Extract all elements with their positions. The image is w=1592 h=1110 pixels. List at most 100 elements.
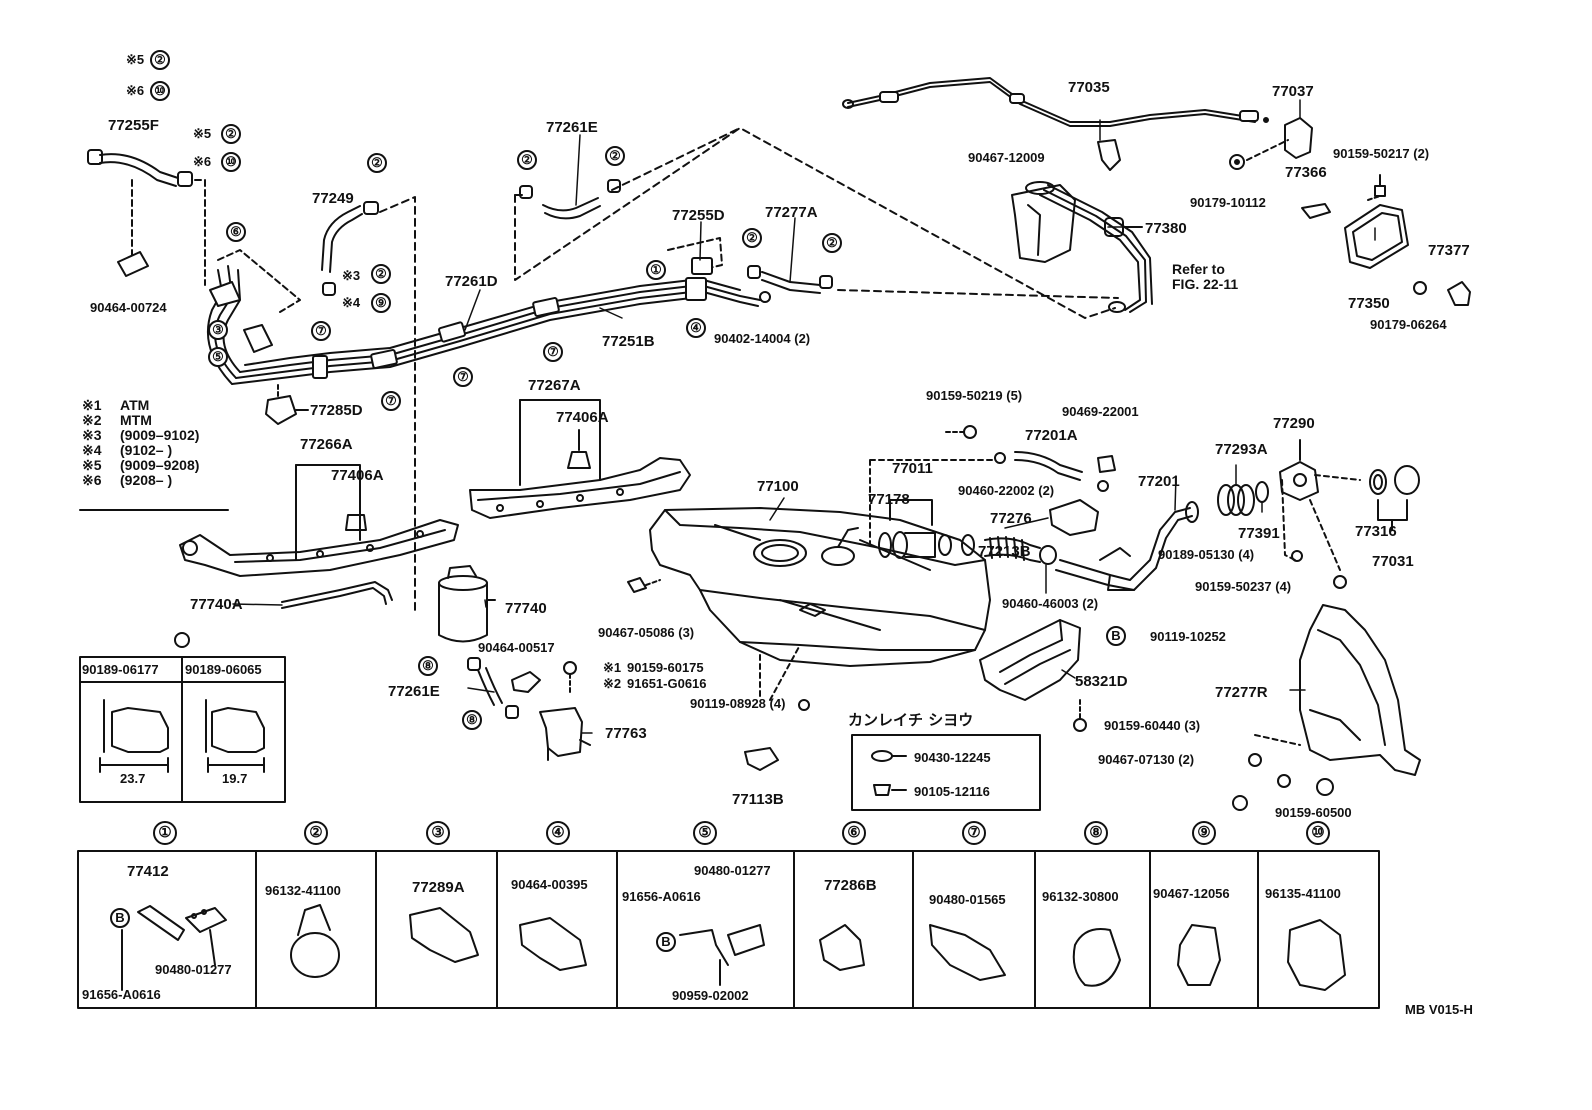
- label-77213B: 77213B: [978, 543, 1031, 560]
- clamp-detail-box: [79, 632, 286, 803]
- part-77276-shape: [1049, 499, 1099, 536]
- label-90469-22001: 90469-22001: [1062, 404, 1139, 419]
- label-90464-00395: 90464-00395: [511, 877, 588, 892]
- label-77031: 77031: [1372, 553, 1414, 570]
- screw-90159-50219: [963, 425, 977, 439]
- label-77267A: 77267A: [528, 377, 581, 394]
- label-90430-12245: 90430-12245: [914, 750, 991, 765]
- clip-90467-12009: [1097, 139, 1121, 171]
- clip-90464-00724: [117, 251, 149, 277]
- callout-10-b: ⑩: [221, 152, 241, 172]
- leader-lines: [232, 99, 1376, 734]
- mark-5-b: ※5: [193, 126, 212, 141]
- label-90189-06177: 90189-06177: [82, 662, 159, 677]
- label-96135-41100: 96135-41100: [1265, 886, 1341, 901]
- label-77261E-top: 77261E: [546, 119, 598, 136]
- label-77316: 77316: [1355, 523, 1397, 540]
- label-90189-05130: 90189-05130 (4): [1158, 547, 1255, 562]
- cap-77031: [1394, 465, 1420, 495]
- ring-77391: [1255, 481, 1269, 503]
- label-77377: 77377: [1428, 242, 1470, 259]
- kanreichi-title: カンレイチ シヨウ: [848, 711, 974, 729]
- label-77037: 77037: [1272, 83, 1314, 100]
- label-91656-A0616-right: 91656-A0616: [622, 889, 701, 904]
- callout-7-d: ⑦: [381, 391, 401, 411]
- bracket-77113B: [744, 747, 779, 771]
- table-part-icons: [121, 904, 1346, 991]
- callout-7-b: ⑦: [543, 342, 563, 362]
- clip-77285D: [265, 395, 297, 425]
- callout-b-a: B: [1106, 626, 1126, 646]
- label-90464-00517: 90464-00517: [478, 640, 555, 655]
- label-77100: 77100: [757, 478, 799, 495]
- protector-77266A: [179, 519, 459, 577]
- label-77035: 77035: [1068, 79, 1110, 96]
- grommet-77406A-a: [567, 451, 591, 469]
- label-90480-01277-left: 90480-01277: [155, 962, 232, 977]
- label-90480-01277-right: 90480-01277: [694, 863, 771, 878]
- table-header-6: ⑥: [842, 821, 866, 845]
- callout-9: ⑨: [371, 293, 391, 313]
- label-90402-14004: 90402-14004 (2): [714, 331, 811, 346]
- label-77261E-lower: 77261E: [388, 683, 440, 700]
- gasket-77316: [1369, 469, 1387, 495]
- label-77740: 77740: [505, 600, 547, 617]
- callout-7-a: ⑦: [311, 321, 331, 341]
- label-77249: 77249: [312, 190, 354, 207]
- label-90189-06065: 90189-06065: [185, 662, 262, 677]
- label-90159-50217: 90159-50217 (2): [1333, 146, 1430, 161]
- filler-pipe-77201: [1055, 501, 1199, 591]
- table-header-8: ⑧: [1084, 821, 1108, 845]
- part-77377-shape: [1447, 281, 1471, 306]
- label-91651-G0616: 91651-G0616: [627, 676, 707, 691]
- diagram-id: MB V015-H: [1405, 1002, 1473, 1017]
- label-91656-A0616-left: 91656-A0616: [82, 987, 161, 1002]
- label-77266A: 77266A: [300, 436, 353, 453]
- callout-8-a: ⑧: [418, 656, 438, 676]
- label-77201: 77201: [1138, 473, 1180, 490]
- label-90119-08928: 90119-08928 (4): [690, 696, 786, 711]
- table-header-7: ⑦: [962, 821, 986, 845]
- mark-3: ※3: [342, 268, 361, 283]
- mark-6-b: ※6: [193, 154, 212, 169]
- label-77276: 77276: [990, 510, 1032, 527]
- canister-77740: [438, 565, 496, 643]
- label-90159-60440: 90159-60440 (3): [1104, 718, 1201, 733]
- table-header-9: ⑨: [1192, 821, 1216, 845]
- dashed-ref-lines-top: [514, 127, 1116, 319]
- tube-77740A: [281, 581, 393, 609]
- grommet-77406A-b: [345, 514, 367, 531]
- label-77412: 77412: [127, 863, 169, 880]
- label-96132-41100: 96132-41100: [265, 883, 341, 898]
- callout-1: ①: [646, 260, 666, 280]
- label-77293A: 77293A: [1215, 441, 1268, 458]
- label-90159-50219: 90159-50219 (5): [926, 388, 1023, 403]
- label-90467-12009: 90467-12009: [968, 150, 1045, 165]
- callout-6: ⑥: [226, 222, 246, 242]
- label-90460-46003: 90460-46003 (2): [1002, 596, 1099, 611]
- mark-5-a: ※5: [126, 52, 145, 67]
- mark-6-a: ※6: [126, 83, 145, 98]
- fuel-lid-77350: [1344, 204, 1409, 269]
- label-77406A-b: 77406A: [331, 467, 384, 484]
- part-77290-shape: [1279, 461, 1319, 501]
- label-77763: 77763: [605, 725, 647, 742]
- legend-row: ※3(9009–9102): [82, 427, 200, 443]
- label-77113B: 77113B: [732, 791, 784, 808]
- label-77277R: 77277R: [1215, 684, 1268, 701]
- label-90464-00724: 90464-00724: [90, 300, 167, 315]
- callout-2-h: ②: [822, 233, 842, 253]
- washer-90179-10112: [1229, 154, 1245, 170]
- label-90159-60500: 90159-60500: [1275, 805, 1352, 820]
- legend-row: ※6(9208– ): [82, 472, 173, 488]
- hose-77261E-lower: [467, 657, 519, 719]
- callout-2-a: ②: [150, 50, 170, 70]
- label-77286B: 77286B: [824, 877, 877, 894]
- table-header-2: ②: [304, 821, 328, 845]
- legend-row: ※4(9102– ): [82, 442, 173, 458]
- label-77255F: 77255F: [108, 117, 159, 134]
- label-77366: 77366: [1285, 164, 1327, 181]
- table-header-3: ③: [426, 821, 450, 845]
